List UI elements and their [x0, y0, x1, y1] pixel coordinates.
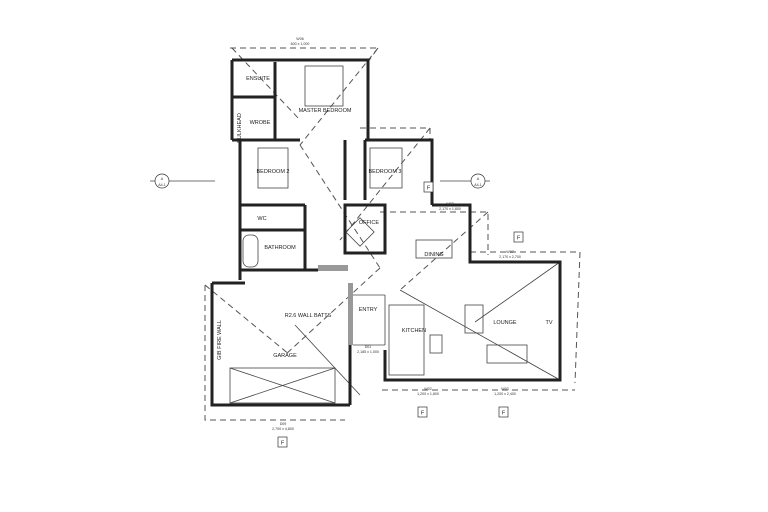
tag-lounge-window-size: 2,170 x 2,700	[499, 255, 521, 259]
section-marker-left: A A4-1	[150, 173, 215, 189]
label-office: OFFICE	[359, 220, 379, 226]
office-desk	[345, 217, 375, 247]
tag-w06: W06	[296, 37, 303, 41]
bed-3	[369, 147, 403, 189]
label-garage: GARAGE	[273, 353, 297, 359]
tag-garage-door: D09	[280, 422, 287, 426]
note-fire-wall: GIB FIRE WALL	[217, 320, 223, 360]
label-entry: ENTRY	[359, 307, 378, 313]
label-wc: WC	[257, 216, 266, 222]
svg-text:A4-1: A4-1	[474, 183, 482, 187]
tag-garage-door-size: 2,700 x 4,800	[272, 427, 294, 431]
tag-w02-size: 1,200 x 1,800	[417, 392, 439, 396]
svg-text:F: F	[427, 186, 431, 192]
tag-lounge-window: W07	[506, 250, 513, 254]
svg-text:F: F	[281, 441, 285, 447]
label-kitchen: KITCHEN	[402, 328, 426, 334]
car-space	[229, 367, 336, 404]
label-bulkhead: BULKHEAD	[237, 113, 243, 143]
section-marker-right: A A4-1	[440, 173, 490, 189]
bed-master	[304, 65, 344, 107]
sofa	[486, 344, 528, 364]
tag-w06-size: 600 x 1,000	[291, 42, 310, 46]
label-wrobe: WROBE	[250, 120, 271, 126]
svg-text:F: F	[421, 411, 425, 417]
armchair	[464, 304, 484, 334]
bed-2	[257, 147, 289, 189]
svg-text:F: F	[517, 236, 521, 242]
bathtub	[242, 234, 259, 268]
svg-text:A: A	[477, 177, 480, 181]
walls	[210, 58, 562, 407]
tag-d01-size: 2,185 x 1,000	[357, 350, 379, 354]
tag-dining-window: W02	[446, 202, 453, 206]
label-ensuite: ENSUITE	[246, 76, 270, 82]
dining-table	[415, 239, 453, 259]
kitchen-bench	[388, 304, 425, 376]
note-wall-batts: R2.6 WALL BATTS	[285, 313, 332, 319]
tag-d01: D01	[365, 345, 372, 349]
label-bathroom: BATHROOM	[264, 245, 296, 251]
svg-text:F: F	[502, 411, 506, 417]
tag-w03: W03	[501, 387, 508, 391]
tag-dining-window-size: 2,170 x 1,800	[439, 207, 461, 211]
island	[429, 334, 443, 354]
tag-w03-size: 1,200 x 2,400	[494, 392, 516, 396]
roof-outline	[204, 47, 581, 421]
svg-text:A: A	[161, 177, 164, 181]
furniture	[229, 65, 528, 404]
label-dining: DINING	[424, 252, 443, 258]
label-tv: TV	[545, 320, 552, 326]
label-bedroom-2: BEDROOM 2	[256, 169, 289, 175]
svg-text:A4-1: A4-1	[158, 183, 166, 187]
label-lounge: LOUNGE	[493, 320, 517, 326]
tag-w02: W02	[424, 387, 431, 391]
label-master-bedroom: MASTER BEDROOM	[299, 108, 352, 114]
f-markers: F F F F F	[277, 181, 524, 448]
label-bedroom-3: BEDROOM 3	[368, 169, 401, 175]
